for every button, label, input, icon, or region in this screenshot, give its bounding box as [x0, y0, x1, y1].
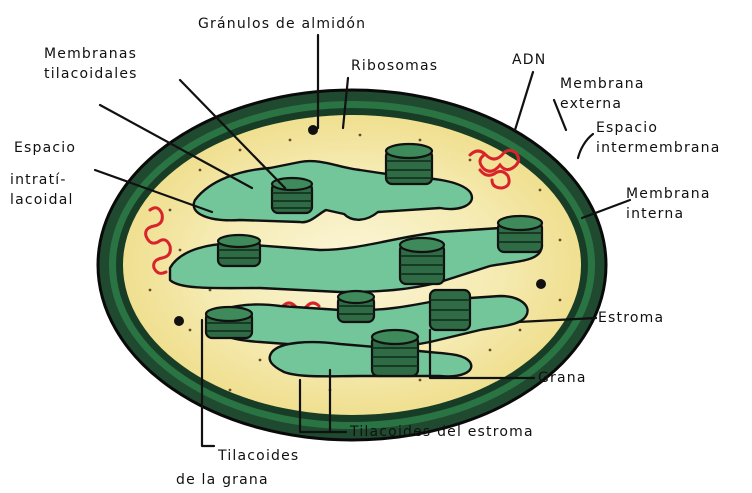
label-tilacoides-grana-2: de la grana [176, 472, 269, 488]
label-membrana-interna-2: interna [626, 206, 684, 222]
label-membranas-tilacoidales-1: Membranas [44, 46, 137, 62]
granum-4 [400, 238, 444, 284]
label-ribosomas: Ribosomas [351, 58, 438, 74]
label-espacio-intermembrana-1: Espacio [596, 120, 658, 136]
label-estroma: Estroma [598, 310, 664, 326]
label-membrana-externa-2: externa [560, 96, 622, 112]
granum-8 [206, 307, 252, 338]
granum-3 [218, 235, 260, 266]
label-tilacoides-grana-1: Tilacoides [217, 448, 299, 464]
granum-9 [372, 330, 418, 376]
label-membrana-externa-1: Membrana [560, 76, 645, 92]
granum-5 [498, 216, 542, 252]
label-granulos-almidon: Gránulos de almidón [198, 16, 366, 32]
label-tilacoides-estroma: Tilacoides del estroma [349, 424, 534, 440]
label-membrana-interna-1: Membrana [626, 186, 711, 202]
label-espacio-intratilacoidal-1: Espacio [14, 140, 76, 156]
label-espacio-intratilacoidal-3: lacoidal [10, 192, 74, 208]
granum-2 [386, 144, 432, 184]
label-espacio-intermembrana-2: intermembrana [596, 140, 721, 156]
label-espacio-intratilacoidal-2: intratí- [10, 172, 67, 188]
granum-1 [272, 178, 312, 213]
label-adn: ADN [512, 52, 546, 68]
granum-6 [430, 290, 470, 330]
granum-7 [338, 291, 374, 322]
label-membranas-tilacoidales-2: tilacoidales [44, 66, 138, 82]
label-grana: Grana [538, 370, 587, 386]
